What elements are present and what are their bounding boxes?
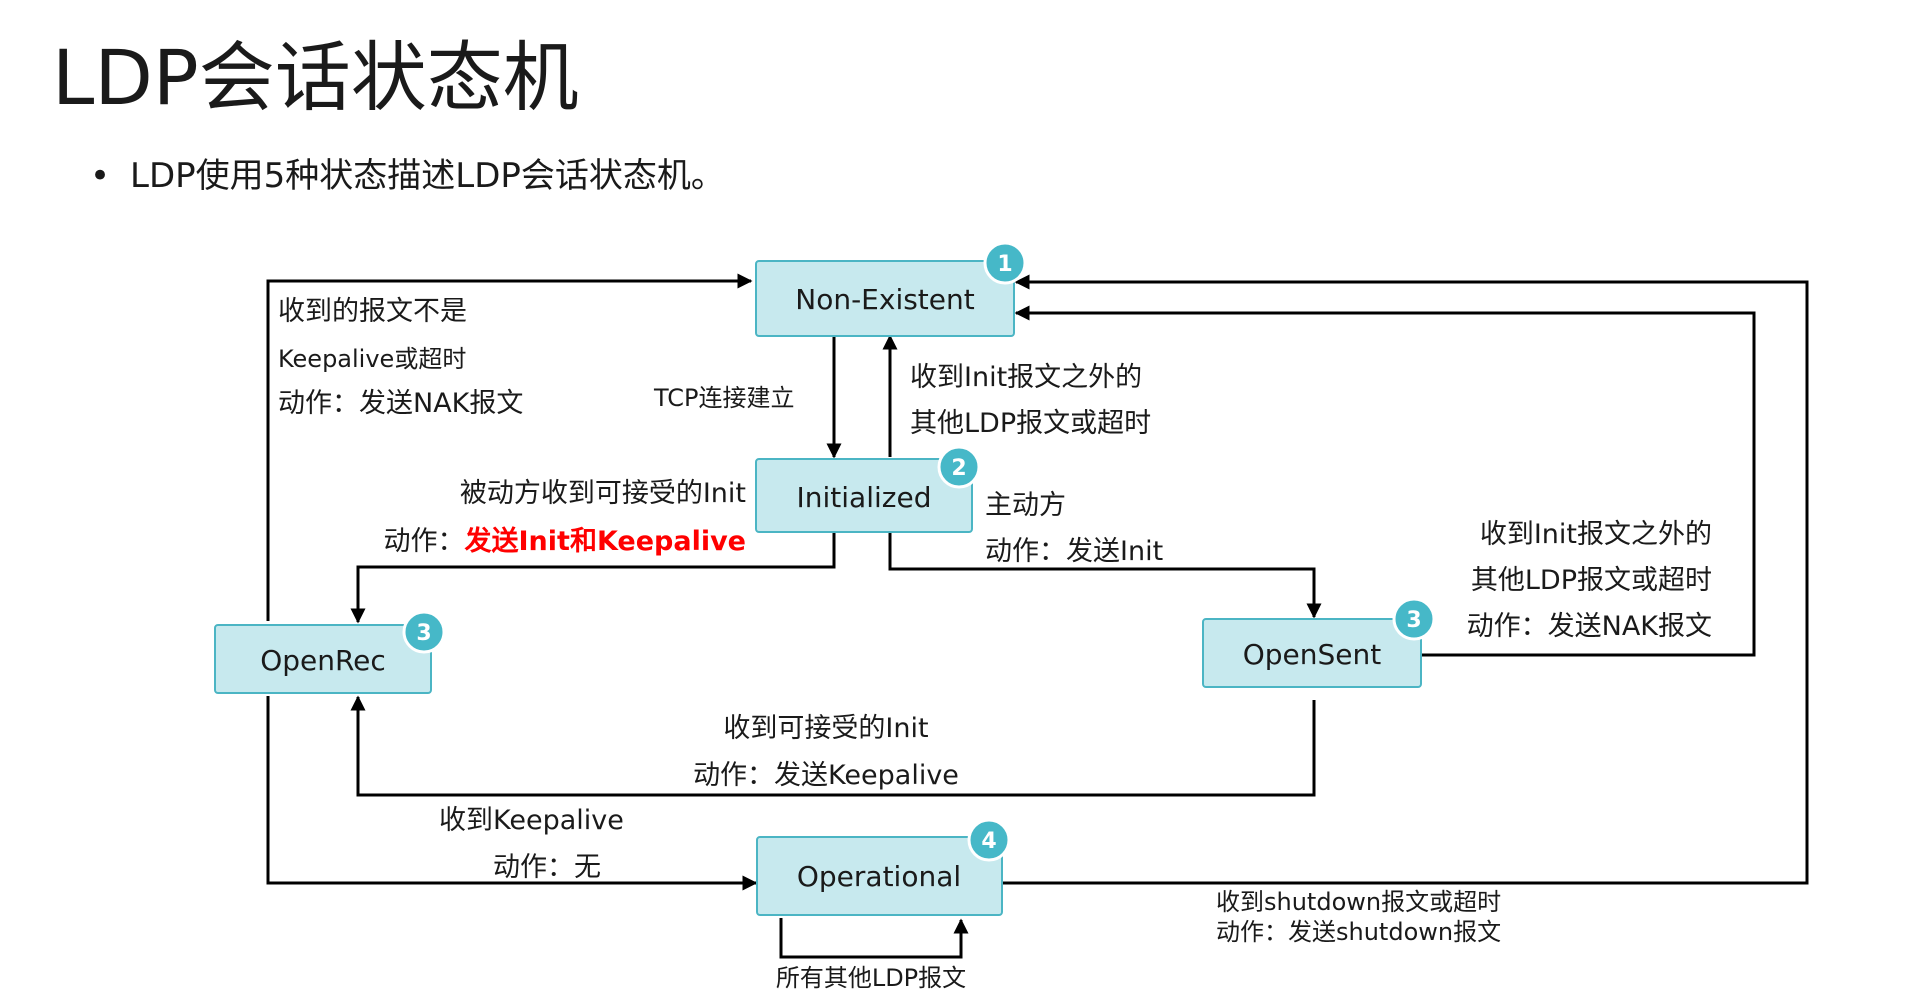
- page-title: LDP会话状态机: [52, 33, 579, 122]
- state-opensent-badge: 3: [1392, 597, 1436, 641]
- note-any-line2: Keepalive或超时: [278, 345, 466, 373]
- note-any-line3: 动作：发送NAK报文: [278, 388, 523, 419]
- state-openrec-label: OpenRec: [260, 644, 386, 677]
- bullet-item: • LDP使用5种状态描述LDP会话状态机。: [90, 154, 725, 198]
- edge-openrec-to-nonexistent: [266, 273, 753, 621]
- note-shutdown-line1: 收到shutdown报文或超时: [1216, 888, 1501, 916]
- note-opensent-line2: 其他LDP报文或超时: [1471, 565, 1712, 596]
- edge-operational-shutdown: [1002, 274, 1809, 885]
- note-shutdown-line2: 动作：发送shutdown报文: [1216, 918, 1501, 946]
- bullet-dot-icon: •: [90, 156, 111, 196]
- note-opensent-line1: 收到Init报文之外的: [1480, 519, 1712, 550]
- state-non-existent-badge: 1: [983, 241, 1027, 285]
- state-operational: Operational: [756, 836, 1003, 916]
- edge-init-to-openrec: [350, 532, 836, 624]
- edge-opensent-to-nonexistent: [1014, 305, 1756, 657]
- note-passive-line1: 被动方收到可接受的Init: [460, 478, 746, 509]
- state-operational-badge: 4: [967, 818, 1011, 862]
- note-init-to-nonexistent-line2: 其他LDP报文或超时: [910, 408, 1151, 439]
- note-passive-highlight: 发送Init和Keepalive: [464, 525, 746, 557]
- note-opensent-to-openrec-line1: 收到可接受的Init: [723, 713, 928, 744]
- state-operational-label: Operational: [797, 860, 961, 893]
- note-active-line1: 主动方: [985, 490, 1066, 521]
- state-initialized-badge: 2: [937, 445, 981, 489]
- bullet-text: LDP使用5种状态描述LDP会话状态机。: [130, 156, 725, 196]
- state-non-existent: Non-Existent: [755, 260, 1015, 337]
- edge-openrec-to-operational: [266, 696, 758, 891]
- state-openrec: OpenRec: [214, 624, 432, 694]
- edge-init-to-opensent: [888, 532, 1322, 619]
- state-openrec-badge: 3: [402, 610, 446, 654]
- note-openrec-to-operational-line2: 动作：无: [493, 852, 601, 883]
- note-self-loop: 所有其他LDP报文: [776, 964, 966, 992]
- note-init-to-nonexistent-line1: 收到Init报文之外的: [910, 362, 1142, 393]
- edge-opensent-to-openrec: [350, 695, 1316, 797]
- svg-text:3: 3: [416, 621, 431, 646]
- state-initialized-label: Initialized: [797, 481, 932, 514]
- state-opensent-label: OpenSent: [1243, 638, 1382, 671]
- note-passive-line2: 动作：发送Init和Keepalive: [384, 525, 746, 557]
- svg-text:1: 1: [997, 252, 1012, 277]
- svg-text:2: 2: [951, 456, 966, 481]
- note-any-line1: 收到的报文不是: [278, 296, 467, 327]
- note-active-line2: 动作：发送Init: [985, 536, 1163, 567]
- note-openrec-to-operational-line1: 收到Keepalive: [439, 805, 624, 836]
- note-opensent-line3: 动作：发送NAK报文: [1467, 611, 1712, 642]
- note-tcp-established: TCP连接建立: [653, 384, 794, 412]
- edge-operational-self-loop: [779, 918, 969, 959]
- state-non-existent-label: Non-Existent: [795, 283, 975, 316]
- svg-text:3: 3: [1406, 608, 1421, 633]
- state-opensent: OpenSent: [1202, 618, 1422, 688]
- note-opensent-to-openrec-line2: 动作：发送Keepalive: [693, 760, 959, 791]
- state-initialized: Initialized: [755, 458, 973, 533]
- svg-text:4: 4: [981, 829, 996, 854]
